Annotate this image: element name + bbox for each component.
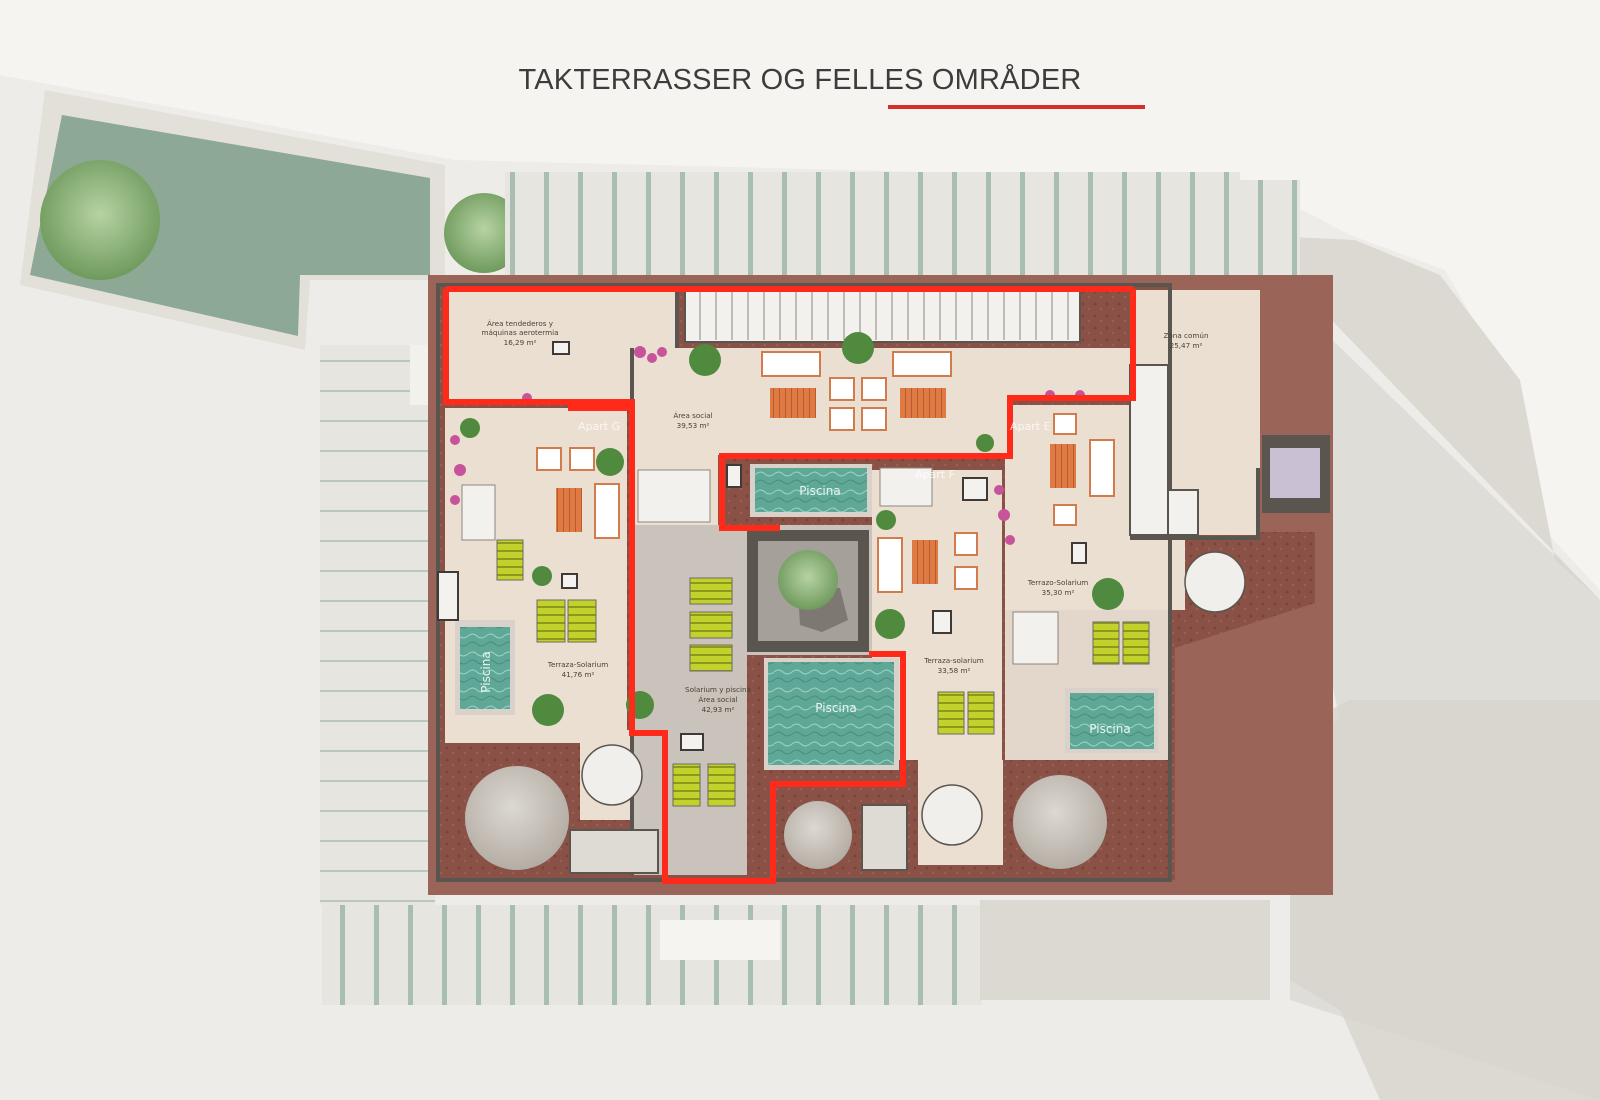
elevator — [1262, 435, 1330, 513]
pool-center-label: Piscina — [815, 701, 856, 715]
area-tendederos-name2: máquinas aerotermia — [481, 328, 558, 337]
area-comun-size: 25,47 m² — [1170, 341, 1203, 350]
stair-f — [879, 467, 933, 507]
pool-left-label: Piscina — [479, 651, 493, 692]
title-part-1: TAKTERRASSER OG — [518, 64, 815, 96]
stair-zona-comun — [1129, 364, 1199, 536]
area-solarium-name2: Área social — [698, 695, 737, 704]
pool-left — [455, 620, 515, 715]
area-terraza-g-name: Terraza-Solarium — [547, 660, 608, 669]
pool-right — [1065, 688, 1158, 753]
area-solarium-size: 42,93 m² — [702, 705, 735, 714]
area-tendederos-name: Área tendederos y — [487, 319, 554, 328]
area-terraza-e-name: Terrazo-Solarium — [1027, 578, 1089, 587]
apartment-labels: Apart G Apart F Apart E — [578, 420, 1051, 481]
courtyard — [747, 530, 869, 652]
area-terraza-e-size: 35,30 m² — [1042, 588, 1075, 597]
stair-g — [461, 484, 496, 541]
sun-loungers — [496, 539, 1150, 807]
tree — [40, 160, 160, 280]
pool-labels: Piscina Piscina Piscina Piscina — [479, 484, 1131, 736]
area-terraza-f-name: Terraza-solarium — [923, 656, 984, 665]
apart-g-label: Apart G — [578, 420, 620, 433]
area-terraza-f-size: 33,58 m² — [938, 666, 971, 675]
area-social-name: Área social — [673, 411, 712, 420]
utility-boxes — [569, 804, 908, 874]
round-planters — [465, 766, 1107, 870]
area-comun-name: Zona común — [1163, 331, 1208, 340]
pool-top-center — [750, 464, 872, 517]
fixtures — [437, 341, 1087, 751]
stair-e — [1012, 611, 1059, 665]
apart-f-label: Apart F — [915, 468, 955, 481]
spiral-stairs — [581, 551, 1246, 846]
stair-block-top — [684, 289, 1081, 343]
area-social-size: 39,53 m² — [677, 421, 710, 430]
pool-right-label: Piscina — [1089, 722, 1130, 736]
title-part-2: FELLES OMRÅDER — [814, 64, 1082, 96]
terraces-surrounding — [320, 172, 1300, 1005]
sofas-chairs — [536, 351, 1115, 593]
apart-e-label: Apart E — [1010, 420, 1051, 433]
area-tendederos-size: 16,29 m² — [504, 338, 537, 347]
area-labels: Área tendederos y máquinas aerotermia 16… — [481, 319, 1208, 714]
pool-top-center-label: Piscina — [799, 484, 840, 498]
boundary-lines — [443, 286, 1136, 884]
tables — [556, 388, 1076, 584]
page-title: TAKTERRASSER OG FELLES OMRÅDER — [0, 64, 1600, 97]
stair-center — [637, 469, 711, 523]
pool-center — [764, 658, 899, 770]
area-terraza-g-size: 41,76 m² — [562, 670, 595, 679]
area-solarium-name: Solarium y piscina — [685, 685, 751, 694]
title-underline — [888, 105, 1145, 109]
tree — [444, 193, 524, 273]
